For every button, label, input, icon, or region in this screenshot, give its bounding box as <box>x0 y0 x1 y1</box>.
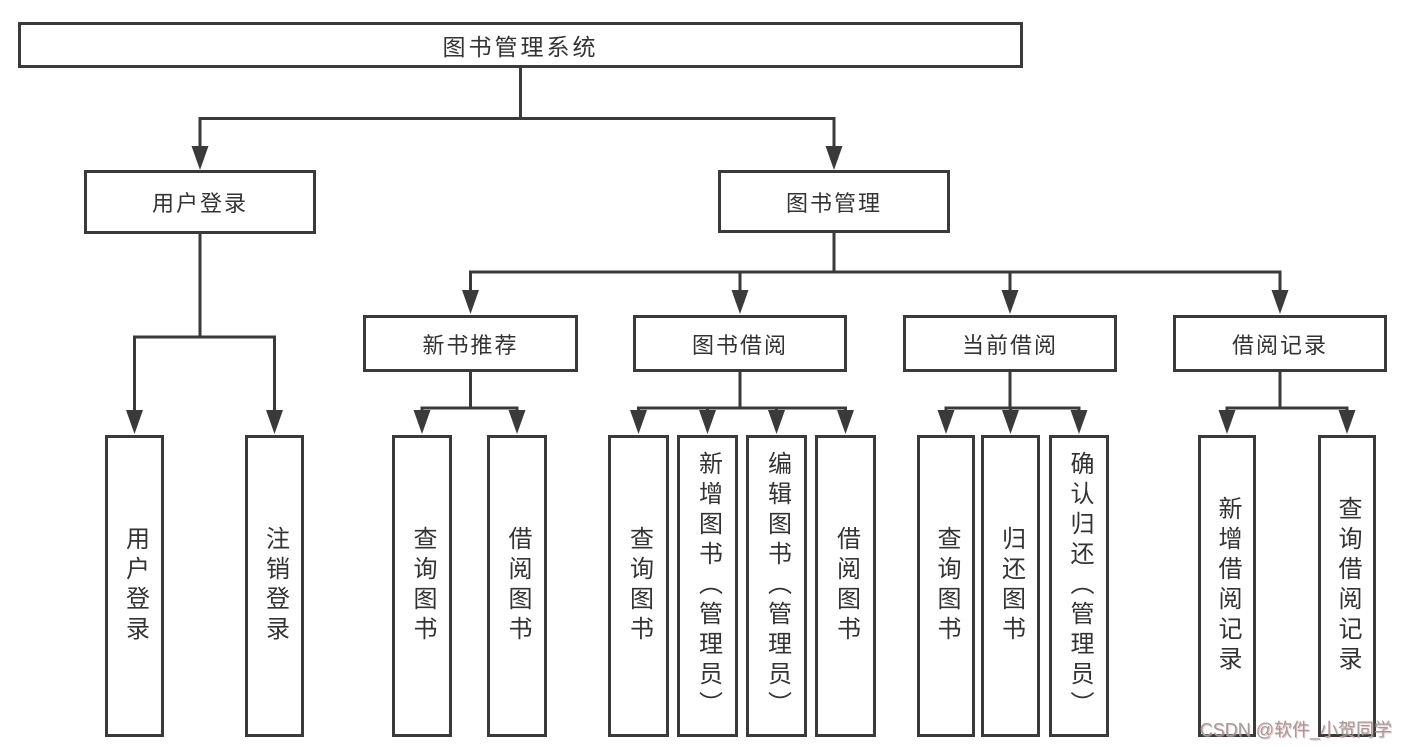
watermark: CSDN @软件_小贺同学 <box>1199 720 1392 740</box>
leaf-borrow-query-label: 查询图书 <box>625 526 653 646</box>
node-book-mgmt-label: 图书管理 <box>785 190 882 216</box>
leaf-current-return: 归还图书 <box>981 435 1040 737</box>
leaf-records-add: 新增借阅记录 <box>1198 435 1256 737</box>
leaf-current-confirm-label: 确认归还（管理员） <box>1066 451 1093 721</box>
node-borrow-records-label: 借阅记录 <box>1231 332 1328 358</box>
leaf-new-books-query: 查询图书 <box>392 435 452 737</box>
node-new-books-label: 新书推荐 <box>422 332 519 358</box>
leaf-borrow-add-label: 新增图书（管理员） <box>694 451 722 721</box>
connector-current-borrow-arrows <box>937 410 1088 434</box>
leaf-records-query: 查询借阅记录 <box>1318 435 1376 737</box>
connector-user-login-arrows <box>126 410 283 434</box>
leaf-current-query: 查询图书 <box>917 435 975 737</box>
node-book-borrow-label: 图书借阅 <box>691 332 788 358</box>
connector-new-books-arrows <box>413 410 526 434</box>
connector-user-login <box>133 233 276 412</box>
leaf-new-books-borrow-label: 借阅图书 <box>504 526 531 646</box>
leaf-borrow-borrow-label: 借阅图书 <box>832 526 860 646</box>
leaf-borrow-edit: 编辑图书（管理员） <box>746 435 807 737</box>
node-book-borrow: 图书借阅 <box>633 315 847 372</box>
connector-borrow-records-arrows <box>1218 410 1356 434</box>
leaf-borrow-borrow: 借阅图书 <box>815 435 876 737</box>
leaf-borrow-edit-label: 编辑图书（管理员） <box>763 451 791 721</box>
leaf-new-books-query-label: 查询图书 <box>409 526 436 646</box>
leaf-logout-label: 注销登录 <box>261 526 289 646</box>
node-new-books: 新书推荐 <box>363 315 578 372</box>
leaf-new-books-borrow: 借阅图书 <box>487 435 547 737</box>
node-user-login: 用户登录 <box>84 170 316 234</box>
leaf-current-confirm: 确认归还（管理员） <box>1049 435 1109 737</box>
node-current-borrow: 当前借阅 <box>903 315 1117 372</box>
connector-new-books <box>420 371 519 413</box>
connector-root <box>198 67 836 148</box>
node-current-borrow-label: 当前借阅 <box>961 332 1058 358</box>
connector-book-borrow-arrows <box>630 410 854 434</box>
leaf-current-return-label: 归还图书 <box>997 526 1025 646</box>
connector-book-mgmt-arrows <box>462 290 1289 314</box>
node-root: 图书管理系统 <box>18 22 1023 68</box>
connector-borrow-records <box>1225 371 1349 413</box>
leaf-user-login: 用户登录 <box>105 435 164 737</box>
connector-book-borrow <box>637 371 847 413</box>
connector-root-arrows <box>191 146 843 170</box>
leaf-current-query-label: 查询图书 <box>933 526 960 646</box>
connector-current-borrow <box>944 371 1081 413</box>
leaf-user-login-label: 用户登录 <box>121 526 149 646</box>
leaf-borrow-add: 新增图书（管理员） <box>677 435 738 737</box>
leaf-logout: 注销登录 <box>245 435 304 737</box>
node-user-login-label: 用户登录 <box>151 191 248 216</box>
node-root-label: 图书管理系统 <box>442 34 599 60</box>
connector-book-mgmt <box>469 232 1282 292</box>
leaf-borrow-query: 查询图书 <box>608 435 669 737</box>
node-borrow-records: 借阅记录 <box>1173 315 1387 372</box>
leaf-records-add-label: 新增借阅记录 <box>1214 496 1241 676</box>
leaf-records-query-label: 查询借阅记录 <box>1334 496 1361 676</box>
node-book-mgmt: 图书管理 <box>718 170 950 233</box>
